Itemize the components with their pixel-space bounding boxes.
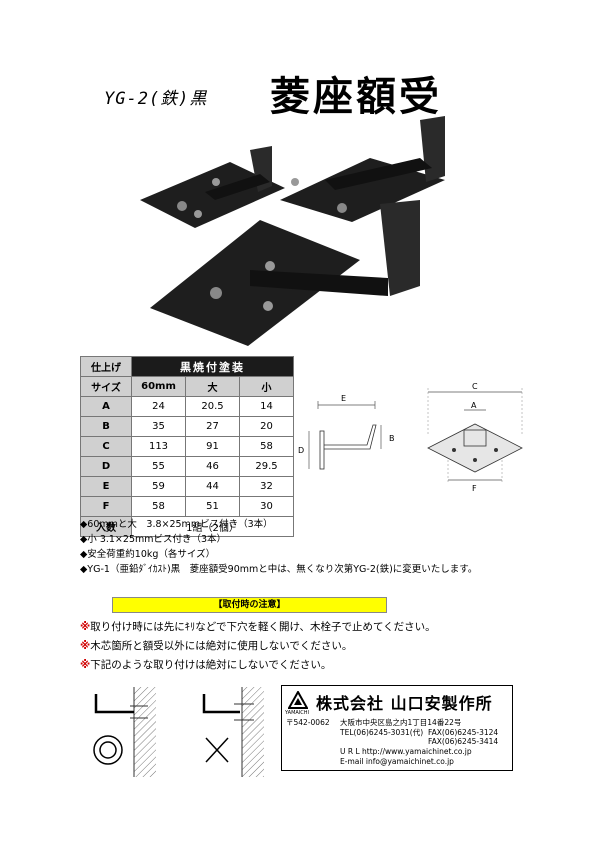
size-label: サイズ — [80, 376, 132, 397]
front-view-diagram: C A F — [427, 382, 523, 493]
label-c: C — [472, 382, 478, 391]
company-address: 大阪市中央区島之内1丁目14番22号 — [340, 718, 462, 727]
side-view-diagram: E B D — [298, 395, 395, 470]
size-col: 60mm — [131, 376, 186, 397]
size-col: 大 — [185, 376, 240, 397]
product-name: 菱座額受 — [270, 73, 442, 120]
bracket-large — [150, 200, 420, 346]
spec-table: 仕上げ 黒焼付塗装 サイズ 60mm 大 小 A 24 20.5 14 B 35… — [80, 356, 294, 537]
caution-title: 【取付時の注意】 — [112, 597, 387, 613]
label-f: F — [472, 484, 477, 493]
table-row: E 59 44 32 — [80, 476, 294, 497]
company-name: 株式会社 山口安製作所 — [316, 694, 493, 713]
caution-item: ※下記のような取り付けは絶対にしないでください。 — [80, 659, 332, 671]
product-model: YG-2(鉄)黒 — [104, 89, 208, 109]
note-item: ◆小 3.1×25mmビス付き（3本） — [80, 534, 227, 545]
company-fax: FAX(06)6245-3124 — [428, 728, 499, 737]
table-row: A 24 20.5 14 — [80, 396, 294, 417]
label-e: E — [341, 395, 346, 403]
finish-label: 仕上げ — [80, 356, 132, 377]
caution-item: ※取り付け時には先にｷﾘなどで下穴を軽く開け、木栓子で止めてください。 — [80, 621, 436, 633]
finish-value: 黒焼付塗装 — [131, 356, 294, 377]
company-url[interactable]: U R L http://www.yamaichinet.co.jp — [340, 747, 472, 756]
bracket-medium — [280, 116, 445, 222]
spec-notes: ◆60mmと大 3.8×25mmビス付き（3本） ◆小 3.1×25mmビス付き… — [80, 517, 477, 577]
table-row: D 55 46 29.5 — [80, 456, 294, 477]
company-tel: TEL(06)6245-3031(代) — [340, 728, 424, 737]
note-item: ◆YG-1（亜鉛ﾀﾞｲｶｽﾄ)黒 菱座額受90mmと中は、無くなり次第YG-2(… — [80, 564, 478, 575]
label-d: D — [298, 446, 304, 455]
product-photo — [140, 116, 445, 346]
company-logo-icon — [288, 691, 308, 709]
company-postal: 〒542-0062 — [286, 718, 330, 727]
company-logo-text: YAMAICHI — [285, 710, 310, 716]
note-item: ◆安全荷重約10kg（各サイズ） — [80, 549, 216, 560]
label-b: B — [389, 434, 395, 443]
label-a: A — [471, 401, 477, 410]
wrong-example-2 — [202, 687, 264, 777]
bracket-small — [140, 146, 285, 228]
wrong-installation-diagram — [93, 687, 264, 777]
table-row: C 113 91 58 — [80, 436, 294, 457]
table-row: F 58 51 30 — [80, 496, 294, 517]
ok-circle-icon — [93, 735, 123, 765]
caution-list: ※取り付け時には先にｷﾘなどで下穴を軽く開け、木栓子で止めてください。 ※木芯箇… — [80, 618, 436, 675]
caution-item: ※木芯箇所と額受以外には絶対に使用しないでください。 — [80, 640, 353, 652]
note-item: ◆60mmと大 3.8×25mmビス付き（3本） — [80, 519, 273, 530]
quantity-label: 入数 — [80, 516, 132, 537]
quantity-value: 1組（2個） — [131, 516, 294, 537]
company-fax: FAX(06)6245-3414 — [428, 737, 499, 746]
wrong-example-1 — [93, 687, 156, 777]
company-info: YAMAICHI 株式会社 山口安製作所 〒542-0062 大阪市中央区島之内… — [281, 685, 513, 771]
company-email[interactable]: E-mail info@yamaichinet.co.jp — [340, 757, 454, 766]
size-col: 小 — [239, 376, 294, 397]
table-row: B 35 27 20 — [80, 416, 294, 437]
